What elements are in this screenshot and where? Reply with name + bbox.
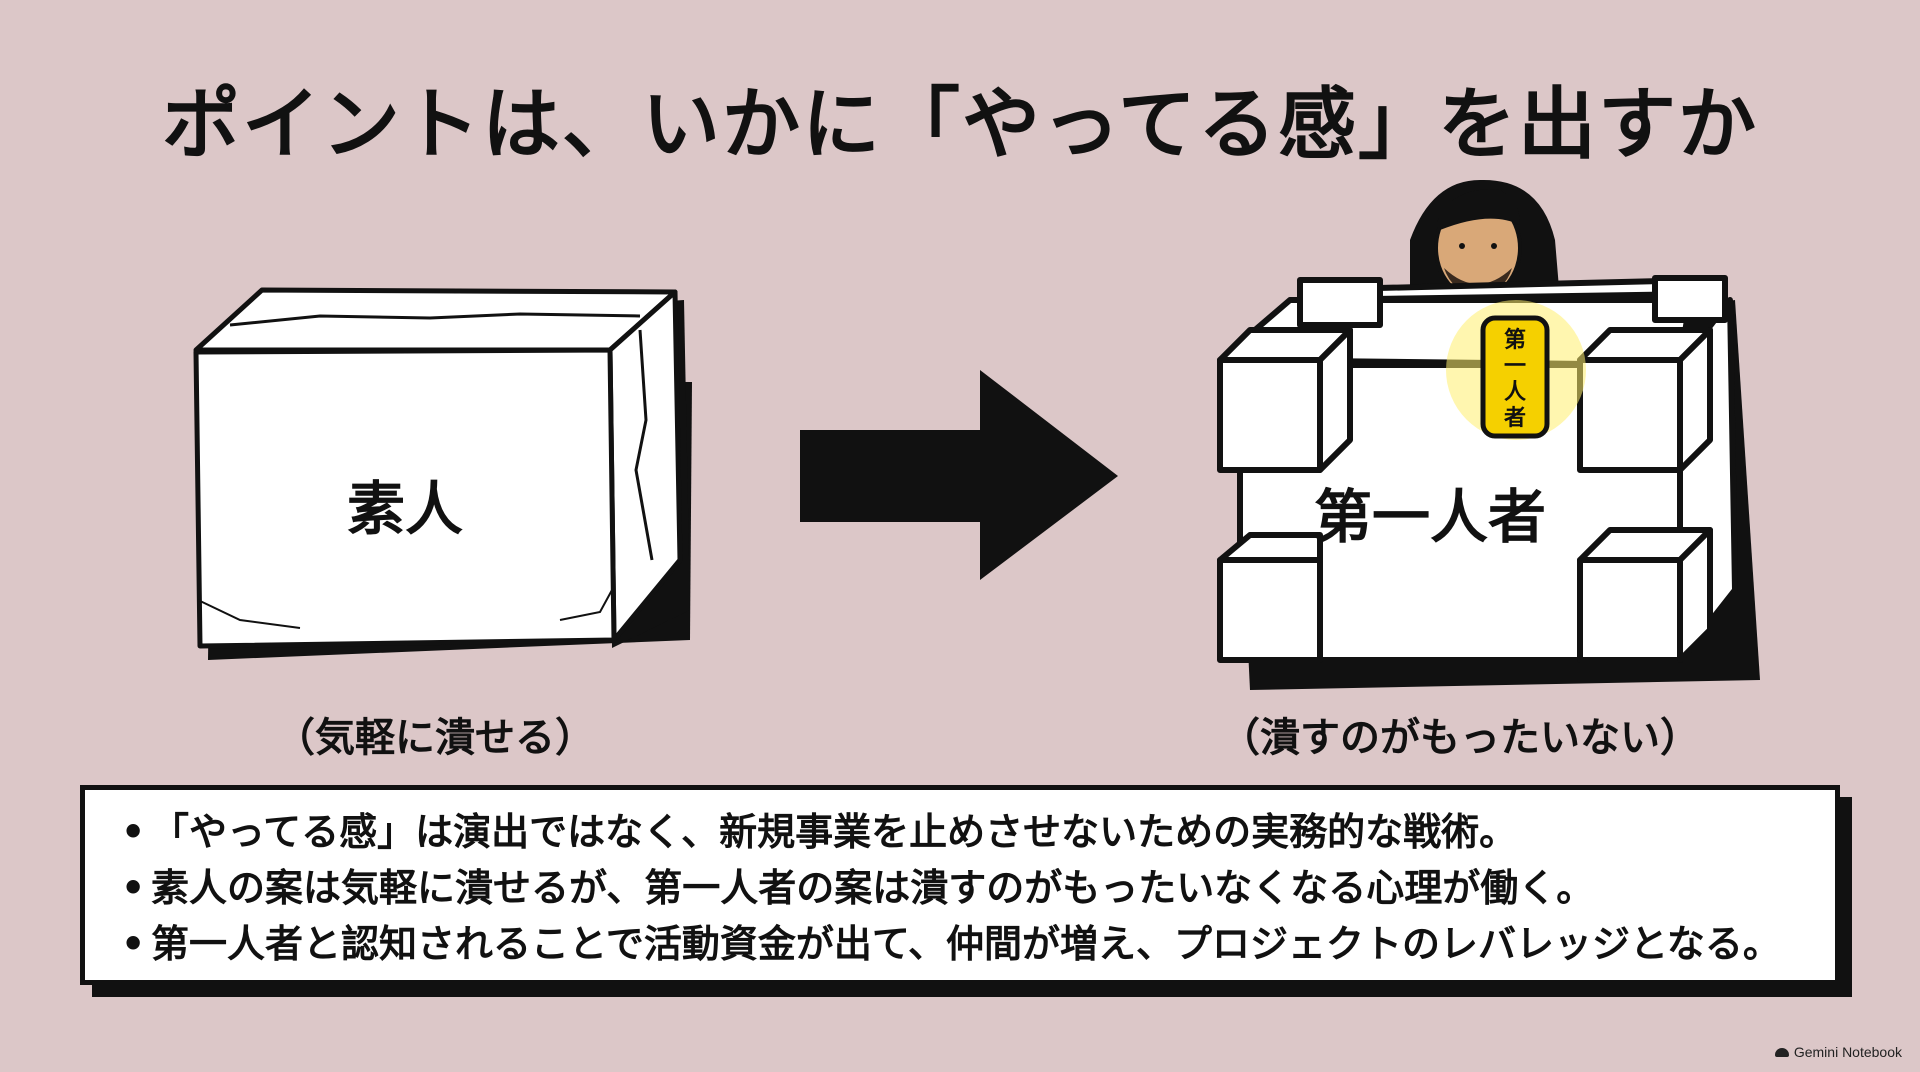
footer-brand: Gemini Notebook xyxy=(1774,1044,1902,1060)
cloud-icon xyxy=(1774,1047,1789,1057)
footer-text: Gemini Notebook xyxy=(1793,1044,1902,1060)
note-text: 第一人者と認知されることで活動資金が出て、仲間が増え、プロジェクトのレバレッジと… xyxy=(151,922,1781,966)
note-text: 「やってる感」は演出ではなく、新規事業を止めさせないための実務的な戦術。 xyxy=(151,810,1518,854)
note-item: •素人の案は気軽に潰せるが、第一人者の案は潰すのがもったいなくなる心理が働く。 xyxy=(121,860,1835,916)
bullet: • xyxy=(121,922,146,966)
bullet: • xyxy=(121,866,146,910)
badge-char: 一 xyxy=(1503,354,1526,379)
notes-box: •「やってる感」は演出ではなく、新規事業を止めさせないための実務的な戦術。 •素… xyxy=(80,785,1840,985)
expert-caption: （潰すのがもったいない） xyxy=(1220,715,1700,761)
amateur-label: 素人 xyxy=(346,475,463,543)
expert-box xyxy=(1217,275,1760,690)
badge-char: 人 xyxy=(1503,380,1526,405)
right-arrow-icon xyxy=(800,370,1118,580)
bullet: • xyxy=(121,810,146,854)
note-text: 素人の案は気軽に潰せるが、第一人者の案は潰すのがもったいなくなる心理が働く。 xyxy=(151,866,1595,910)
amateur-box xyxy=(193,287,692,660)
badge-char: 者 xyxy=(1503,406,1526,431)
badge-text: 第 一 人 者 xyxy=(1486,328,1544,432)
expert-badge xyxy=(1480,315,1550,439)
expert-label: 第一人者 xyxy=(1313,483,1546,551)
badge-char: 第 xyxy=(1503,328,1526,353)
note-item: •「やってる感」は演出ではなく、新規事業を止めさせないための実務的な戦術。 xyxy=(121,804,1835,860)
page-title: ポイントは、いかに「やってる感」を出すか xyxy=(161,80,1759,170)
note-item: •第一人者と認知されることで活動資金が出て、仲間が増え、プロジェクトのレバレッジ… xyxy=(121,916,1835,972)
amateur-caption: （気軽に潰せる） xyxy=(275,715,595,761)
